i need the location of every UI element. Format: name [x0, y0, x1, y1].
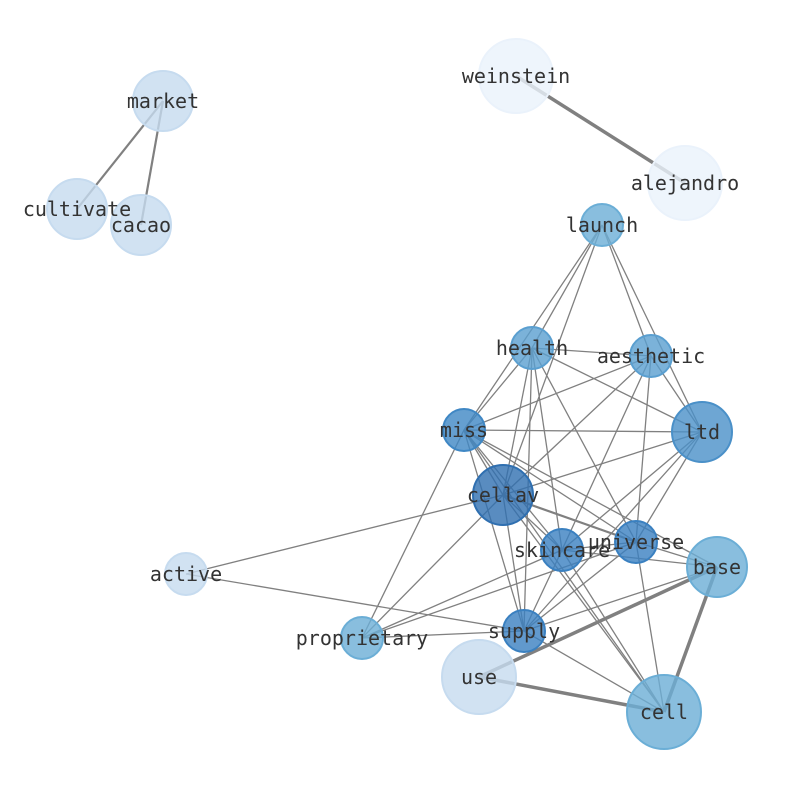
node-circle-cell: [626, 674, 702, 750]
edge-universe-supply: [523, 541, 637, 632]
node-label-active: active: [150, 562, 222, 586]
edge-cellav-proprietary: [361, 494, 504, 639]
edge-aesthetic-miss: [463, 355, 652, 431]
node-label-base: base: [693, 555, 741, 579]
node-label-weinstein: weinstein: [462, 64, 570, 88]
edge-health-ltd: [531, 347, 703, 433]
node-circle-miss: [442, 408, 486, 452]
node-circle-launch: [580, 203, 624, 247]
node-label-use: use: [461, 665, 497, 689]
edge-skincare-proprietary: [361, 549, 563, 639]
node-circle-universe: [614, 520, 658, 564]
edge-launch-ltd: [601, 224, 703, 433]
node-label-cacao: cacao: [111, 213, 171, 237]
node-label-ltd: ltd: [684, 420, 720, 444]
node-circle-cacao: [110, 194, 172, 256]
edge-launch-health: [531, 224, 603, 349]
edge-supply-base: [523, 566, 718, 632]
node-label-aesthetic: aesthetic: [597, 344, 705, 368]
node-circle-base: [686, 536, 748, 598]
node-label-market: market: [127, 89, 199, 113]
edge-cellav-active: [185, 494, 504, 575]
node-label-skincare: skincare: [514, 538, 610, 562]
edges-layer: [76, 74, 719, 714]
edge-use-base: [478, 565, 718, 679]
node-label-launch: launch: [566, 213, 638, 237]
edge-supply-proprietary: [361, 630, 525, 639]
node-circle-ltd: [671, 401, 733, 463]
node-label-universe: universe: [588, 530, 684, 554]
node-label-alejandro: alejandro: [631, 171, 739, 195]
node-label-cellav: cellav: [467, 483, 539, 507]
node-circle-use: [441, 639, 517, 715]
node-circle-health: [510, 326, 554, 370]
node-circle-supply: [502, 609, 546, 653]
edge-miss-supply: [463, 429, 525, 632]
edge-miss-base: [463, 429, 718, 568]
node-circle-cellav: [472, 464, 534, 526]
node-label-health: health: [496, 336, 568, 360]
edge-miss-ltd: [463, 429, 703, 433]
edge-ltd-supply: [523, 431, 703, 632]
node-label-proprietary: proprietary: [296, 626, 428, 650]
node-circle-cultivate: [46, 178, 108, 240]
node-circle-market: [132, 70, 194, 132]
edge-universe-proprietary: [361, 541, 637, 639]
node-circle-skincare: [540, 528, 584, 572]
node-label-cell: cell: [640, 700, 688, 724]
node-label-miss: miss: [440, 418, 488, 442]
nodes-layer: [46, 38, 748, 750]
edge-active-supply: [185, 573, 525, 632]
edge-health-skincare: [531, 347, 563, 551]
edge-aesthetic-universe: [635, 355, 652, 543]
node-circle-aesthetic: [629, 334, 673, 378]
node-circle-weinstein: [478, 38, 554, 114]
node-label-cultivate: cultivate: [23, 197, 131, 221]
edge-launch-cellav: [502, 224, 603, 496]
node-circle-alejandro: [647, 145, 723, 221]
edge-cellav-cell: [502, 494, 665, 713]
edge-miss-proprietary: [361, 429, 465, 639]
node-label-supply: supply: [488, 619, 560, 643]
edge-aesthetic-skincare: [561, 355, 652, 551]
edge-miss-universe: [463, 429, 637, 543]
edge-health-universe: [531, 347, 637, 543]
node-circle-proprietary: [340, 616, 384, 660]
edge-launch-aesthetic: [601, 224, 652, 357]
edge-ltd-cellav: [502, 431, 703, 496]
node-circle-active: [164, 552, 208, 596]
